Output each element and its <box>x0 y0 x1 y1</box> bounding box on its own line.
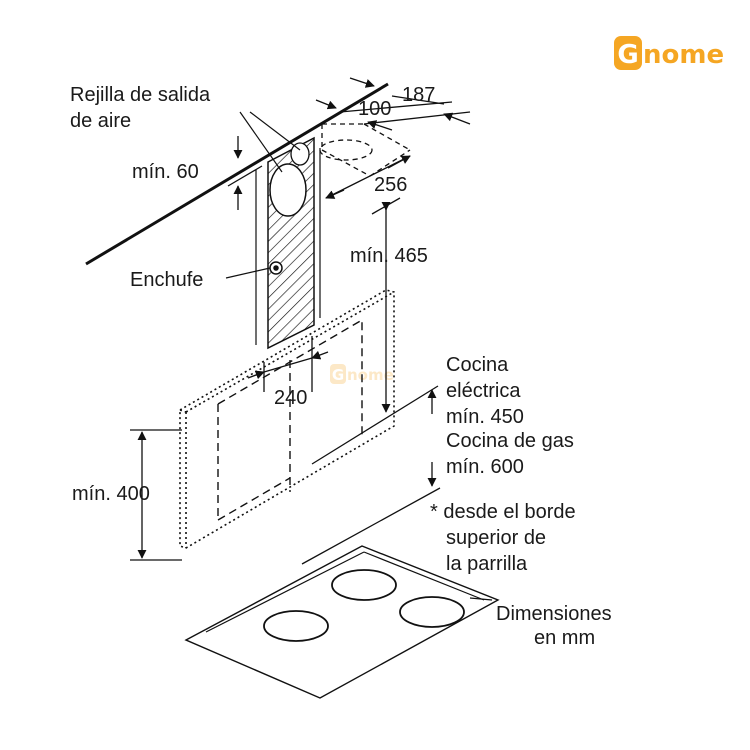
dim-min465 <box>371 197 401 413</box>
label-256: 256 <box>374 174 407 196</box>
label-cocina-line5: mín. 600 <box>446 456 524 478</box>
logo-letter: G <box>617 40 638 70</box>
label-rejilla-line2: de aire <box>70 110 131 132</box>
logo-text: nome <box>643 40 724 70</box>
label-nota-line1: * desde el borde <box>430 501 576 523</box>
label-cocina-line1: Cocina <box>446 354 509 376</box>
label-nota-line2: superior de <box>446 527 546 549</box>
label-240: 240 <box>274 387 307 409</box>
leader-grille-1 <box>239 111 283 173</box>
ceiling-line <box>85 82 389 266</box>
label-min465: mín. 465 <box>350 245 428 267</box>
dim-240 <box>247 336 329 392</box>
label-nota-line3: la parrilla <box>446 553 528 575</box>
label-min60: mín. 60 <box>132 161 199 183</box>
logo-badge <box>614 36 642 70</box>
label-min400: mín. 400 <box>72 483 150 505</box>
label-dimensiones-line2: en mm <box>534 627 595 649</box>
dim-min400 <box>130 429 182 561</box>
svg-text:nome: nome <box>347 366 394 384</box>
air-outlet-grille-large <box>269 163 307 217</box>
burner-front <box>263 610 329 642</box>
cooktop <box>184 545 500 699</box>
label-187: 187 <box>402 84 435 106</box>
svg-text:G: G <box>332 366 344 384</box>
dim-min60 <box>227 136 263 210</box>
label-cocina-line4: Cocina de gas <box>446 430 574 452</box>
leader-grille-2 <box>249 111 301 151</box>
label-rejilla-line1: Rejilla de salida <box>70 84 211 106</box>
dim-cocina <box>301 385 441 565</box>
leader-dimensions <box>469 597 493 601</box>
labels: Rejilla de salida de aire mín. 60 Enchuf… <box>70 84 612 649</box>
hood-inner-outline <box>217 318 363 521</box>
label-enchufe: Enchufe <box>130 269 203 291</box>
brand-logo: G nome <box>614 36 724 70</box>
air-outlet-grille-small <box>290 142 310 166</box>
hood-canopy-outline <box>179 289 395 549</box>
leader-plug <box>225 267 271 279</box>
label-cocina-line3: mín. 450 <box>446 406 524 428</box>
label-cocina-line2: eléctrica <box>446 380 521 402</box>
dim-187-100 <box>315 77 471 131</box>
dim-256 <box>325 155 411 199</box>
label-dimensiones-line1: Dimensiones <box>496 603 612 625</box>
label-100: 100 <box>358 98 391 120</box>
burner-back-right <box>399 596 465 628</box>
watermark: G nome <box>330 364 394 384</box>
chimney-top-hidden <box>319 123 411 177</box>
burner-back-left <box>331 569 397 601</box>
chimney-body <box>255 136 321 350</box>
